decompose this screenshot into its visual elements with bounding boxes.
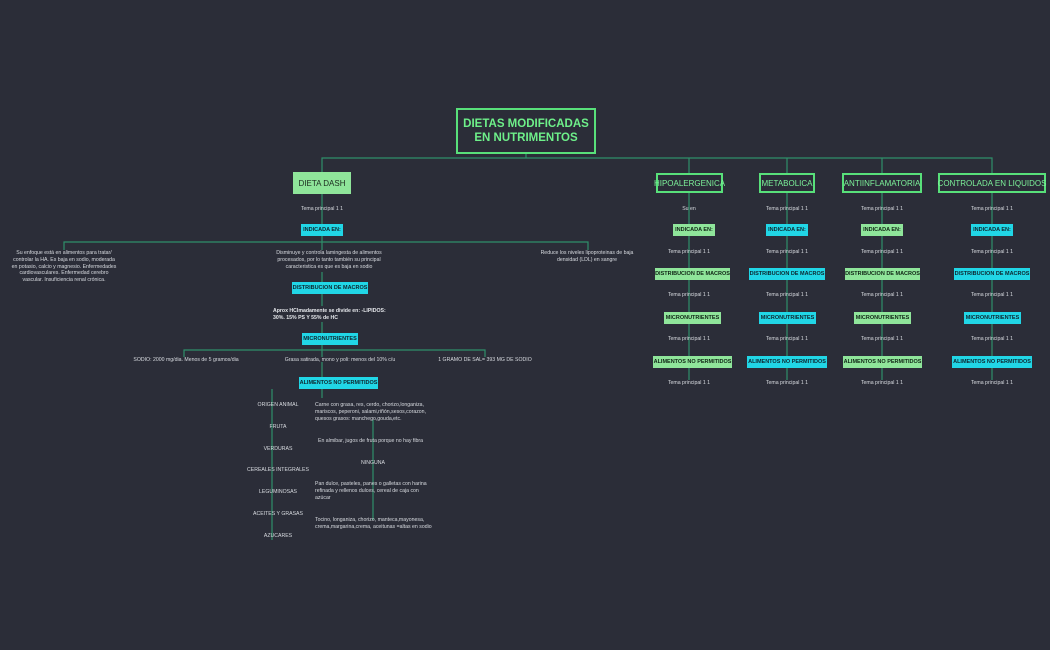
category-origen-animal: ORIGEN ANIMAL — [257, 402, 299, 408]
col1-first: Su en — [682, 206, 696, 212]
col2-indicada[interactable]: INDICADA EN: — [766, 224, 808, 236]
topic-hipoalergenica[interactable]: HIPOALERGENICA — [654, 173, 725, 193]
col3-alimentos[interactable]: ALIMENTOS NO PERMITIDOS — [843, 356, 922, 368]
dash-micronutrientes[interactable]: MICRONUTRIENTES — [302, 333, 358, 345]
topic-antiinflamatoria[interactable]: ANTIINFLAMATORIA — [842, 173, 922, 193]
topic-metabolica[interactable]: METABOLICA — [759, 173, 815, 193]
dash-micro-item-2: Grasa satirada, mono y poli: menos del 1… — [284, 357, 396, 363]
col2-micronutrientes[interactable]: MICRONUTRIENTES — [759, 312, 816, 324]
col4-tema-3: Tema principal 1 1 — [970, 336, 1014, 342]
col4-tema-1: Tema principal 1 1 — [970, 249, 1014, 255]
category-azucares: AZUCARES — [263, 533, 293, 539]
col1-tema-1: Tema principal 1 1 — [667, 249, 711, 255]
category-fruta: FRUTA — [269, 424, 287, 430]
root-line-2: EN NUTRIMENTOS — [474, 132, 578, 144]
col4-micronutrientes[interactable]: MICRONUTRIENTES — [964, 312, 1021, 324]
col3-tema-3: Tema principal 1 1 — [860, 336, 904, 342]
col1-micronutrientes[interactable]: MICRONUTRIENTES — [664, 312, 721, 324]
col3-distribucion[interactable]: DISTRIBUCION DE MACROS — [845, 268, 920, 280]
col4-tema-2: Tema principal 1 1 — [970, 292, 1014, 298]
col2-first: Tema principal 1 1 — [765, 206, 809, 212]
col3-tema-1: Tema principal 1 1 — [860, 249, 904, 255]
dash-distribucion[interactable]: DISTRIBUCION DE MACROS — [292, 282, 368, 294]
col1-indicada[interactable]: INDICADA EN: — [673, 224, 715, 236]
col3-tema-4: Tema principal 1 1 — [860, 380, 904, 386]
dash-tema: Tema principal 1 1 — [300, 206, 344, 212]
dash-alimentos-no-permitidos[interactable]: ALIMENTOS NO PERMITIDOS — [299, 377, 378, 389]
detail-origen-animal: Carne con grasa, res, cerdo, chorizo,lon… — [315, 402, 427, 422]
col3-first: Tema principal 1 1 — [860, 206, 904, 212]
col1-tema-4: Tema principal 1 1 — [667, 380, 711, 386]
col1-tema-3: Tema principal 1 1 — [667, 336, 711, 342]
topic-controlada-en-liquidos[interactable]: CONTROLADA EN LIQUIDOS — [938, 173, 1046, 193]
col1-tema-2: Tema principal 1 1 — [667, 292, 711, 298]
col2-tema-3: Tema principal 1 1 — [765, 336, 809, 342]
col2-tema-1: Tema principal 1 1 — [765, 249, 809, 255]
col3-tema-2: Tema principal 1 1 — [860, 292, 904, 298]
col4-first: Tema principal 1 1 — [970, 206, 1014, 212]
col2-alimentos[interactable]: ALIMENTOS NO PERMITIDOS — [747, 356, 827, 368]
dash-indicada[interactable]: INDICADA EN: — [301, 224, 343, 236]
topic-dieta-dash[interactable]: DIETA DASH — [293, 172, 351, 194]
dash-macros-text: Aprox HClmadamente se divide en: -LIPIDO… — [273, 308, 386, 321]
col3-micronutrientes[interactable]: MICRONUTRIENTES — [854, 312, 911, 324]
col4-indicada[interactable]: INDICADA EN: — [971, 224, 1013, 236]
root-topic[interactable]: DIETAS MODIFICADAS EN NUTRIMENTOS — [456, 108, 596, 154]
col4-tema-4: Tema principal 1 1 — [970, 380, 1014, 386]
dash-micro-item-1: SODIO: 2000 mg/dia. Menos de 5 gramos/di… — [133, 357, 239, 363]
col1-distribucion[interactable]: DISTRIBUCION DE MACROS — [655, 268, 730, 280]
detail-cereales: Pan dulce, pasteles, panes o galletas co… — [315, 481, 427, 501]
col4-alimentos[interactable]: ALIMENTOS NO PERMITIDOS — [952, 356, 1032, 368]
dash-right-text: Reduce los niveles lipoproteinas de baja… — [540, 250, 634, 263]
detail-fruta: En almibar, jugos de fruta porque no hay… — [318, 438, 423, 444]
detail-verduras: NINGUNA — [361, 460, 385, 466]
category-leguminosas: LEGUMINOSAS — [258, 489, 298, 495]
category-aceites-y-grasas: ACEITES Y GRASAS — [253, 511, 303, 517]
root-line-1: DIETAS MODIFICADAS — [463, 118, 589, 130]
detail-aceites: Tocino, longaniza, chorizo, manteca,mayo… — [315, 517, 432, 530]
col2-tema-2: Tema principal 1 1 — [765, 292, 809, 298]
category-verduras: VERDURAS — [263, 446, 293, 452]
dash-left-text: Su enfoque está en alimentos para tratar… — [11, 250, 117, 284]
col4-distribucion[interactable]: DISTRIBUCION DE MACROS — [954, 268, 1030, 280]
col2-tema-4: Tema principal 1 1 — [765, 380, 809, 386]
category-cereales-integrales: CEREALES INTEGRALES — [247, 467, 309, 473]
col3-indicada[interactable]: INDICADA EN: — [861, 224, 903, 236]
col2-distribucion[interactable]: DISTRIBUCION DE MACROS — [749, 268, 825, 280]
col1-alimentos[interactable]: ALIMENTOS NO PERMITIDOS — [653, 356, 732, 368]
dash-micro-item-3: 1 GRAMO DE SAL= 393 MG DE SODIO — [438, 357, 532, 363]
dash-mid-text: Disminuye y controla lamingesta de alime… — [276, 250, 382, 270]
